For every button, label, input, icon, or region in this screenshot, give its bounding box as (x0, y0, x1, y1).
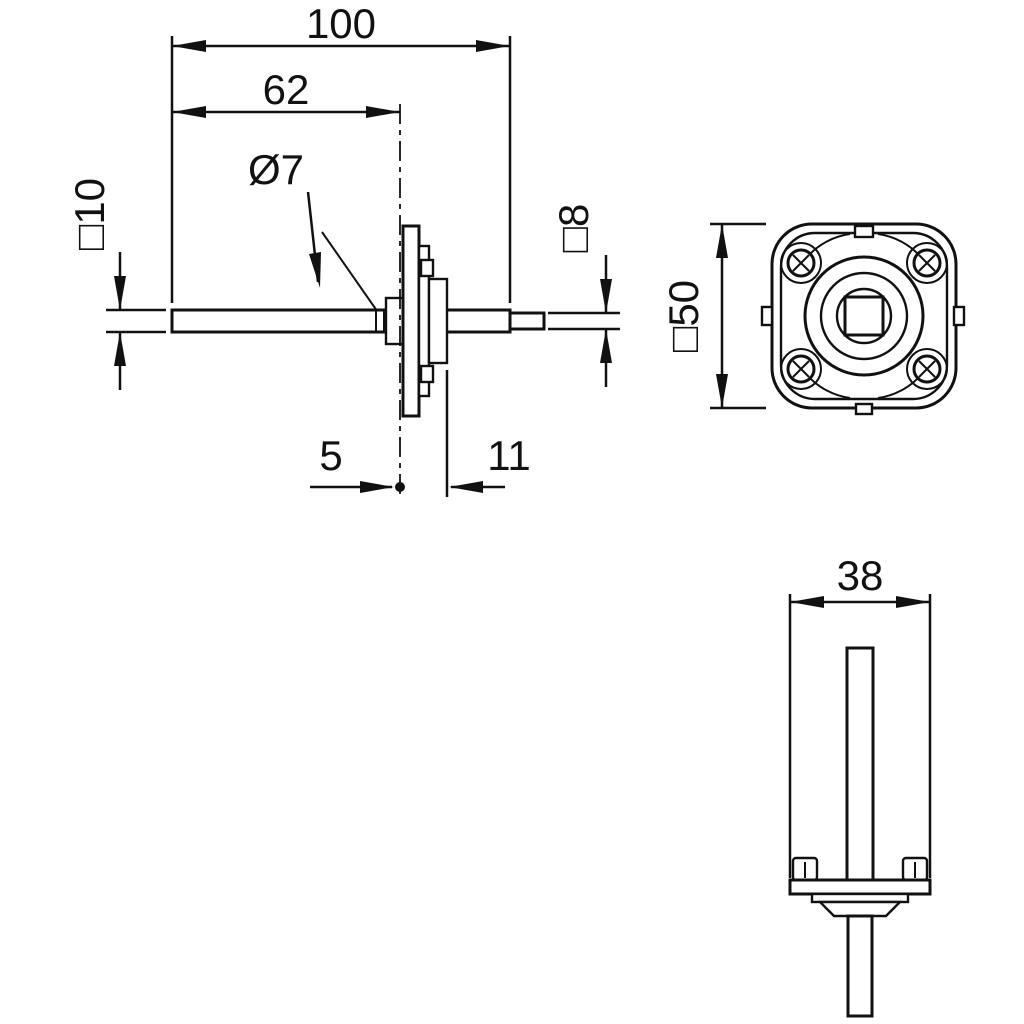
clip-bottom (419, 364, 435, 384)
dimension-38: 38 (788, 552, 932, 878)
flange-screw-right (901, 856, 929, 882)
screw-bottom-right (906, 348, 948, 390)
dimension-100: 100 (170, 0, 512, 303)
screw-top-right (906, 242, 948, 284)
dim-rosette-square-label: □50 (660, 280, 707, 352)
flange-screw-left (791, 856, 819, 882)
dimension-square-50: □50 (660, 222, 766, 410)
dim-offset-front-label: 5 (319, 432, 342, 479)
dim-offset-back-label: 11 (487, 432, 531, 479)
rosette-front-geometry (760, 222, 966, 416)
flange-boss (817, 900, 903, 918)
dimension-5-11: 5 11 (310, 370, 531, 497)
front-view: □50 (660, 222, 966, 416)
screw-top-left (780, 242, 822, 284)
dimension-hole-diameter: Ø7 (248, 146, 383, 319)
square-spindle-hole (843, 295, 885, 337)
spindle-lower (846, 914, 874, 1018)
profile-view: 38 (788, 552, 932, 1018)
tab-right (952, 305, 966, 327)
flange-plate (788, 878, 932, 896)
dim-hole-diameter-label: Ø7 (248, 146, 304, 193)
mounting-boss-side (427, 277, 449, 365)
tab-left (760, 305, 774, 327)
spindle-tip (508, 311, 546, 331)
dimension-62: 62 (172, 66, 400, 118)
screw-bottom-left (780, 348, 822, 390)
clip-top (419, 258, 435, 278)
rosette-cover-side (401, 224, 421, 418)
spindle-side-geometry (170, 224, 546, 418)
dim-tip-square-label: □8 (550, 204, 597, 253)
side-view: 100 62 Ø7 □10 (66, 0, 620, 497)
notch-top (853, 224, 875, 239)
dim-spindle-square-label: □10 (66, 178, 113, 250)
dimension-square-8: □8 (548, 204, 620, 387)
spindle-profile-geometry (788, 646, 932, 1018)
dimension-square-10: □10 (66, 178, 166, 390)
dim-total-length-label: 100 (306, 0, 376, 47)
tab-bottom (854, 402, 874, 416)
spindle-bar (170, 308, 512, 334)
spindle-upper (845, 646, 875, 886)
dim-grip-length-label: 62 (263, 66, 310, 113)
dim-flange-width-label: 38 (837, 552, 884, 599)
